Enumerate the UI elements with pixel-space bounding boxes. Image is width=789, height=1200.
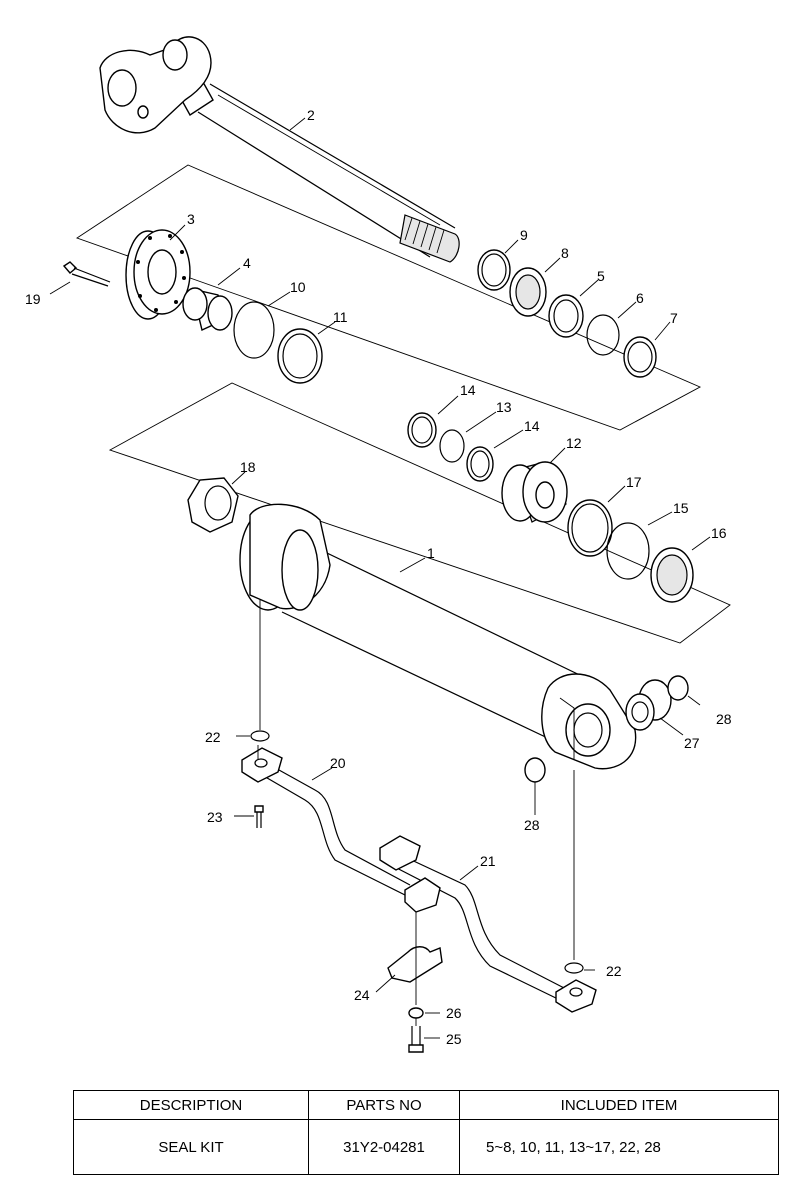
callout-3: 3 [187,211,195,227]
clamp-24 [387,946,443,983]
upper-assembly-frame [75,164,702,431]
callout-14a: 14 [460,382,476,398]
callout-23: 23 [207,809,223,825]
ring-9 [477,249,511,291]
pipe-21 [384,849,569,1001]
callout-26: 26 [446,1005,462,1021]
callout-22a: 22 [205,729,221,745]
callout-27: 27 [684,735,700,751]
backup-ring-11 [277,328,323,384]
header-included-item: INCLUDED ITEM [459,1090,779,1120]
ring-13 [439,429,465,463]
callout-2: 2 [307,107,315,123]
callout-5: 5 [597,268,605,284]
callout-9: 9 [520,227,528,243]
piston-rod [99,36,460,263]
rod-cover [125,229,191,320]
lower-assembly-frame [108,382,731,644]
callout-14b: 14 [524,418,540,434]
cell-parts-no: 31Y2-04281 [308,1119,460,1175]
callout-21: 21 [480,853,496,869]
callout-28b: 28 [524,817,540,833]
pipe-20 [261,764,411,896]
callout-4: 4 [243,255,251,271]
callout-19: 19 [25,291,41,307]
callout-6: 6 [636,290,644,306]
cell-description: SEAL KIT [73,1119,309,1175]
piston [501,461,568,523]
callout-7: 7 [670,310,678,326]
callout-10: 10 [290,279,306,295]
bushing [182,287,233,331]
callout-20: 20 [330,755,346,771]
flange-middle [379,835,421,871]
alignment-lines [257,600,575,1026]
o-ring-10 [233,301,275,359]
hex-bolt-19 [62,261,111,287]
callout-11: 11 [333,309,348,325]
callout-18: 18 [240,459,256,475]
table-header-row: DESCRIPTION PARTS NO INCLUDED ITEM [73,1090,779,1120]
callout-15: 15 [673,500,689,516]
callout-22b: 22 [606,963,622,979]
header-parts-no: PARTS NO [308,1090,460,1120]
cylinder-tube [239,503,637,770]
ring-28b [524,757,546,783]
pin-bushing [625,679,672,731]
header-description: DESCRIPTION [73,1090,309,1120]
table-row: SEAL KIT 31Y2-04281 5~8, 10, 11, 13~17, … [73,1119,779,1175]
ring-6 [586,314,620,356]
seal-kit-table: DESCRIPTION PARTS NO INCLUDED ITEM SEAL … [73,1090,779,1175]
bolt-23 [254,805,264,828]
bolt-25 [408,1026,424,1053]
ring-28a [667,675,689,701]
flange-clamp [404,877,441,913]
callout-1: 1 [427,545,435,561]
flange-upper [241,747,283,783]
callout-25: 25 [446,1031,462,1047]
callout-labels: 2 3 4 10 11 19 9 8 5 6 7 14 13 14 12 17 … [25,107,732,1047]
callout-12: 12 [566,435,582,451]
callout-13: 13 [496,399,512,415]
lock-nut [187,477,239,533]
callout-16: 16 [711,525,727,541]
cell-included-item: 5~8, 10, 11, 13~17, 22, 28 [459,1119,779,1175]
ring-7 [623,336,657,378]
exploded-parts-diagram: 2 3 4 10 11 19 9 8 5 6 7 14 13 14 12 17 … [25,36,732,1053]
o-ring-22a [250,730,270,742]
callout-8: 8 [561,245,569,261]
leader-lines [49,117,711,1039]
callout-28a: 28 [716,711,732,727]
callout-17: 17 [626,474,642,490]
ring-15 [606,522,650,580]
washer-26 [408,1007,424,1019]
o-ring-22b [564,962,584,974]
ring-17 [567,499,613,557]
callout-24: 24 [354,987,370,1003]
